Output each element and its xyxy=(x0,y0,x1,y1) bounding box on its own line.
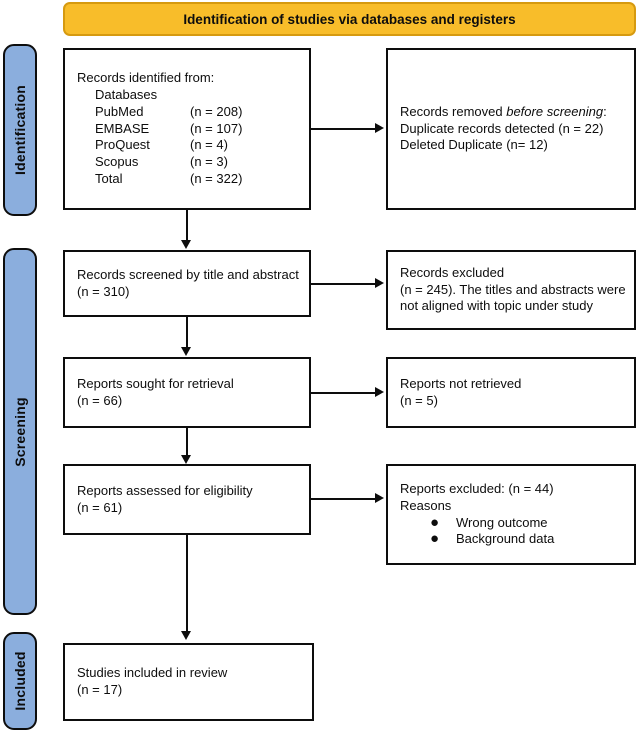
arrowhead-assessed-to-excluded xyxy=(375,493,384,503)
reports-excluded-label: Reports excluded: (n = 44) xyxy=(400,480,554,496)
source-row-embase: EMBASE (n = 107) xyxy=(77,121,309,138)
box-reports-not-retrieved: Reports not retrieved (n = 5) xyxy=(386,357,636,428)
records-identified-heading: Records identified from: xyxy=(77,69,215,85)
exclusion-reason-item: ● Wrong outcome xyxy=(400,513,634,532)
connector-assessed-to-excluded xyxy=(311,498,375,500)
records-screened-label: Records screened by title and abstract xyxy=(77,266,299,282)
exclusion-reason-text: Wrong outcome xyxy=(456,514,548,530)
box-reports-excluded-reasons: Reports excluded: (n = 44) Reasons ● Wro… xyxy=(386,464,636,565)
diagram-title-text: Identification of studies via databases … xyxy=(183,11,516,27)
diagram-title-banner: Identification of studies via databases … xyxy=(63,2,636,36)
reports-not-retrieved-count: (n = 5) xyxy=(400,392,438,408)
source-name-scopus: Scopus xyxy=(95,154,139,170)
connector-sought-to-not-retrieved xyxy=(311,392,375,394)
records-identified-subheading: Databases xyxy=(95,86,158,102)
arrowhead-screened-to-sought xyxy=(181,347,191,356)
source-count-embase: (n = 107) xyxy=(190,120,243,136)
source-row-total: Total (n = 322) xyxy=(77,171,309,188)
records-excluded-detail: (n = 245). The titles and abstracts were… xyxy=(400,281,626,314)
arrowhead-identified-to-screened xyxy=(181,240,191,249)
connector-sought-to-assessed xyxy=(186,428,188,455)
bullet-icon: ● xyxy=(430,513,440,531)
records-removed-heading-italic: before screening xyxy=(506,103,604,119)
source-count-total: (n = 322) xyxy=(190,171,243,187)
stage-label-identification: Identification xyxy=(12,85,28,175)
deleted-duplicate: Deleted Duplicate (n= 12) xyxy=(400,137,548,153)
source-row-scopus: Scopus (n = 3) xyxy=(77,154,309,171)
arrowhead-screened-to-excluded xyxy=(375,278,384,288)
source-name-total: Total xyxy=(95,171,123,187)
source-count-proquest: (n = 4) xyxy=(190,137,228,153)
records-removed-heading-pre: Records removed xyxy=(400,103,507,119)
box-records-excluded: Records excluded (n = 245). The titles a… xyxy=(386,250,636,330)
stage-pill-included: Included xyxy=(3,632,37,730)
connector-identified-to-screened xyxy=(186,210,188,240)
connector-identified-to-removed xyxy=(311,128,375,130)
connector-screened-to-excluded xyxy=(311,283,375,285)
stage-pill-identification: Identification xyxy=(3,44,37,216)
source-row-proquest: ProQuest (n = 4) xyxy=(77,137,309,154)
source-count-pubmed: (n = 208) xyxy=(190,103,243,119)
connector-assessed-to-included xyxy=(186,535,188,631)
exclusion-reason-text: Background data xyxy=(456,531,555,547)
arrowhead-sought-to-not-retrieved xyxy=(375,387,384,397)
reports-sought-count: (n = 66) xyxy=(77,392,123,408)
box-studies-included: Studies included in review (n = 17) xyxy=(63,643,314,721)
box-records-identified: Records identified from: Databases PubMe… xyxy=(63,48,311,210)
studies-included-label: Studies included in review xyxy=(77,665,228,681)
box-reports-assessed: Reports assessed for eligibility (n = 61… xyxy=(63,464,311,535)
stage-label-screening: Screening xyxy=(12,396,28,467)
source-name-pubmed: PubMed xyxy=(95,103,144,119)
records-excluded-label: Records excluded xyxy=(400,264,505,280)
stage-pill-screening: Screening xyxy=(3,248,37,615)
reports-excluded-reasons-heading: Reasons xyxy=(400,497,452,513)
source-name-proquest: ProQuest xyxy=(95,137,150,153)
connector-screened-to-sought xyxy=(186,317,188,347)
exclusion-reason-item: ● Background data xyxy=(400,531,634,548)
records-removed-heading-post: : xyxy=(603,103,607,119)
arrowhead-assessed-to-included xyxy=(181,631,191,640)
reports-sought-label: Reports sought for retrieval xyxy=(77,375,234,391)
duplicate-records-detected: Duplicate records detected (n = 22) xyxy=(400,120,604,136)
arrowhead-sought-to-assessed xyxy=(181,455,191,464)
arrowhead-identified-to-removed xyxy=(375,123,384,133)
source-name-embase: EMBASE xyxy=(95,120,150,136)
bullet-icon: ● xyxy=(430,530,440,548)
box-records-screened: Records screened by title and abstract (… xyxy=(63,250,311,317)
source-count-scopus: (n = 3) xyxy=(190,154,228,170)
stage-label-included: Included xyxy=(12,651,28,711)
box-reports-sought: Reports sought for retrieval (n = 66) xyxy=(63,357,311,428)
source-row-pubmed: PubMed (n = 208) xyxy=(77,104,309,121)
records-removed-heading: Records removed before screening: xyxy=(400,104,634,121)
reports-not-retrieved-label: Reports not retrieved xyxy=(400,375,522,391)
reports-assessed-count: (n = 61) xyxy=(77,499,123,515)
reports-assessed-label: Reports assessed for eligibility xyxy=(77,482,253,498)
records-screened-count: (n = 310) xyxy=(77,283,130,299)
studies-included-count: (n = 17) xyxy=(77,682,123,697)
box-records-removed: Records removed before screening: Duplic… xyxy=(386,48,636,210)
